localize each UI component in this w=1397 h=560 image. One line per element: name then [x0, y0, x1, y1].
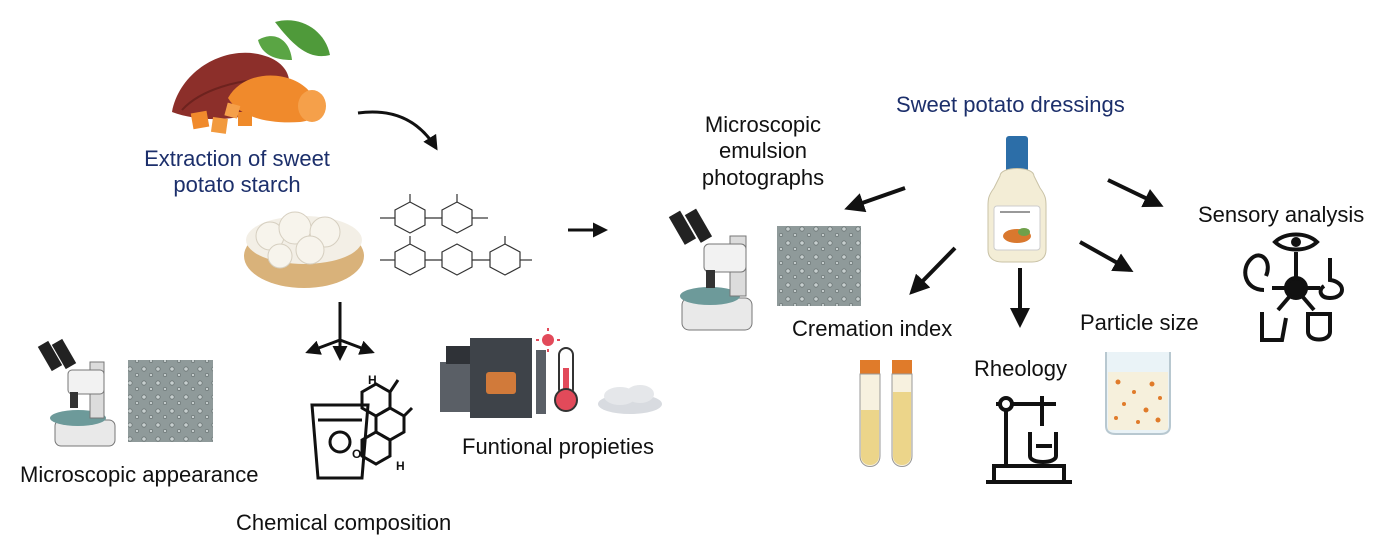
- label-chemical-composition: Chemical composition: [236, 510, 452, 535]
- svg-text:H: H: [396, 459, 405, 473]
- microscope-icon: [37, 338, 116, 447]
- label-cremation-index: Cremation index: [792, 316, 953, 341]
- label-sensory-analysis: Sensory analysis: [1198, 202, 1365, 227]
- svg-text:H: H: [368, 373, 377, 387]
- three-way-arrow: [305, 302, 375, 361]
- starch-bowl-icon: [244, 211, 364, 288]
- thermometer-icon: [536, 328, 578, 412]
- test-tube-icon: [859, 360, 913, 467]
- label-microscopic-appearance: Microscopic appearance: [20, 462, 259, 487]
- svg-text:O: O: [352, 447, 361, 461]
- label-rheology: Rheology: [974, 356, 1067, 381]
- starch-molecule-icon: [380, 194, 532, 276]
- particle-beaker-icon: [1105, 352, 1171, 435]
- bottle-arrows: [844, 178, 1164, 328]
- microscope-center-icon: [668, 208, 753, 331]
- beaker-molecule-icon: [310, 379, 414, 480]
- label-microscopic-emulsion: Microscopic emulsion photographs: [701, 112, 825, 190]
- senses-icon: [1243, 232, 1344, 342]
- rheometer-icon: [986, 396, 1072, 484]
- label-sweet-potato-dressings: Sweet potato dressings: [896, 92, 1125, 117]
- powder-icon: [598, 385, 662, 414]
- label-functional-properties: Funtional propieties: [462, 434, 655, 459]
- analyzer-icon: [440, 338, 546, 418]
- label-particle-size: Particle size: [1080, 310, 1199, 335]
- dressing-bottle-icon: [987, 136, 1047, 263]
- sweet-potato-icon: [172, 20, 330, 134]
- label-extraction: Extraction of sweet potato starch: [144, 146, 330, 198]
- arrow-extraction-to-molecule: [357, 110, 438, 151]
